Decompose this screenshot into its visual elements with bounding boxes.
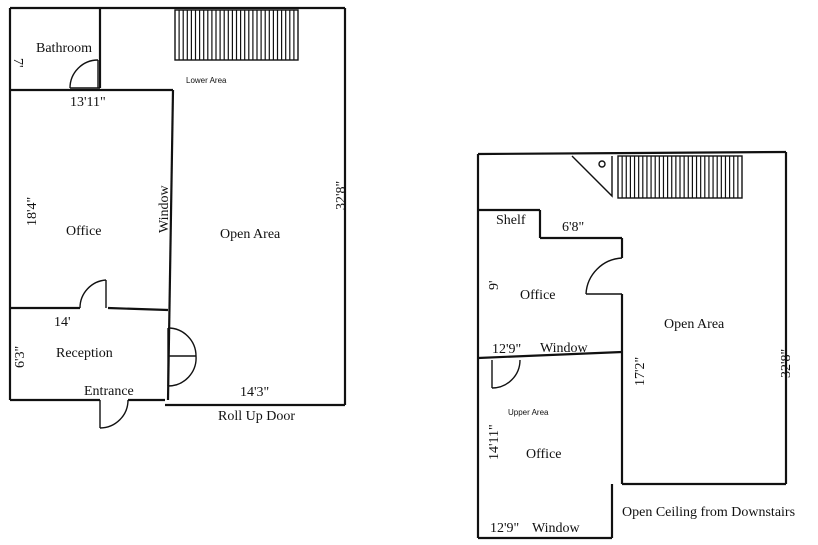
lower-stairs [174,9,299,61]
office-2-door [491,359,614,538]
office-1-label: Office [520,288,556,303]
bathroom-door-swing [69,59,99,89]
office-walls [10,88,175,401]
office-door-swing [79,279,107,309]
upper-outer-walls [476,150,788,540]
upper-open-area-label: Open Area [664,317,725,332]
bathroom-height-dim: 7' [10,58,25,68]
office-2-width-dim: 12'9" [490,521,519,536]
lower-area-title: Lower Area [186,76,227,85]
office-window-label: Window [157,184,172,233]
entrance-door [99,399,129,429]
bathroom-label: Bathroom [36,41,92,56]
open-ceiling-label: Open Ceiling from Downstairs [622,505,795,520]
upper-office-1-walls [477,208,624,484]
upper-floor-plan: Shelf 6'8" 9' Office 12'9" Window 17'2" … [476,150,795,540]
office-2-window-label: Window [532,521,581,536]
open-area-height-dim: 17'2" [633,357,648,386]
office-1-height-dim: 9' [487,280,502,290]
reception-label: Reception [56,346,113,361]
office-1-width-dim: 12'9" [492,342,521,357]
reception-width-dim: 14' [54,315,71,330]
office-2-height-dim: 14'11" [487,424,502,460]
roll-up-door-label: Roll Up Door [218,409,295,424]
shelf-label: Shelf [496,213,526,228]
shelf-width-dim: 6'8" [562,220,584,235]
office-2-label: Office [526,447,562,462]
upper-stairs [617,155,743,199]
upper-area-title: Upper Area [508,408,549,417]
open-area-label: Open Area [220,227,281,242]
office-1-door-swing [585,257,623,295]
lower-total-length-dim: 32'8" [334,181,349,210]
office-height-dim: 18'4" [25,197,40,226]
office-width-dim: 13'11" [70,95,106,110]
lower-floor-plan: Lower Area Bathroom 7' 13'11" 18'4" Offi… [8,6,349,429]
entrance-label: Entrance [84,384,134,399]
lower-outer-walls [8,6,347,407]
office-1-window-label: Window [540,341,589,356]
reception-double-door [167,327,197,387]
reception-height-dim: 6'3" [13,346,28,368]
upper-stair-landing [571,155,613,198]
upper-total-length-dim: 32'8" [779,349,794,378]
office-label: Office [66,224,102,239]
bathroom-walls [69,8,102,89]
door-width-dim: 14'3" [240,385,269,400]
